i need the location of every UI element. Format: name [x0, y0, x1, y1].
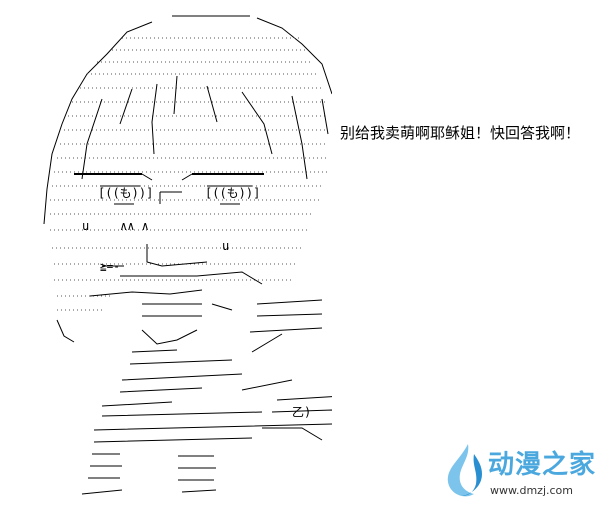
watermark-title: 动漫之家	[488, 450, 597, 480]
svg-text:∧∧ ∧: ∧∧ ∧	[120, 219, 149, 233]
droplet-logo-icon	[447, 444, 482, 497]
svg-text:u: u	[82, 219, 89, 233]
svg-text:乙): 乙)	[292, 405, 311, 419]
svg-text:[((も))]: [((も))]	[98, 186, 153, 200]
watermark-url: www.dmzj.com	[490, 484, 573, 497]
svg-text:u: u	[222, 239, 229, 253]
svg-text:[((も))]: [((も))]	[205, 186, 260, 200]
ascii-art-figure: [((も))] [((も))] ∧∧ ∧ u u ≧=-	[2, 4, 348, 504]
svg-text:≧=-: ≧=-	[100, 260, 120, 273]
speech-text: 别给我卖萌啊耶稣姐！快回答我啊！	[340, 124, 581, 142]
site-watermark: 动漫之家 www.dmzj.com	[438, 440, 598, 508]
